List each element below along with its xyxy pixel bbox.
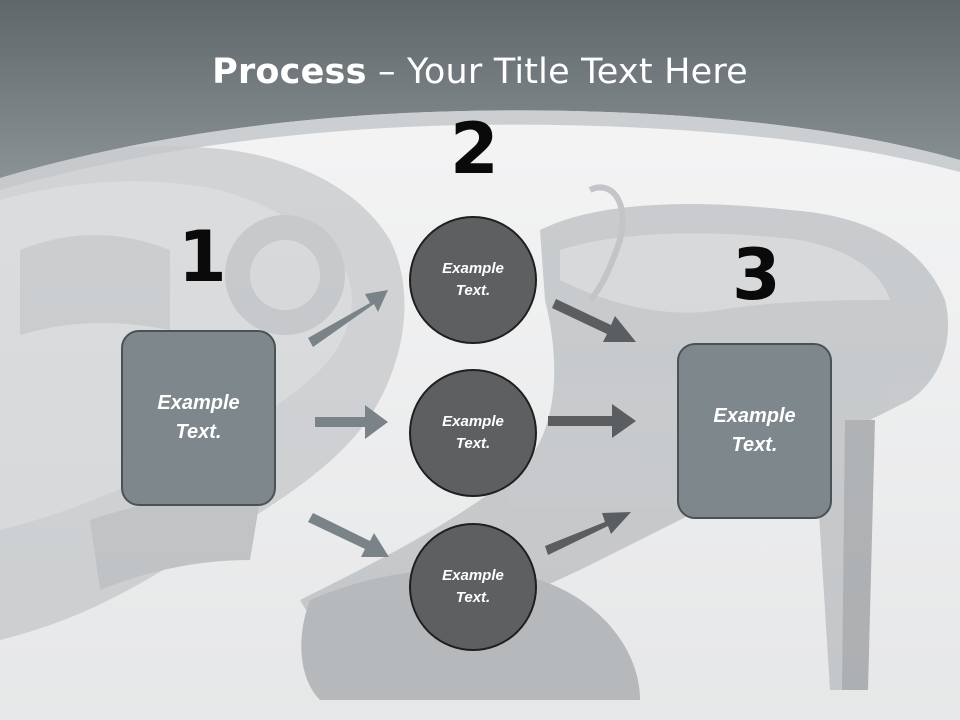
step-3-box: Example Text. [677,343,832,519]
step-number-3: 3 [732,234,781,316]
arrow-1-to-bottom [308,513,389,557]
arrow-bottom-to-3 [545,512,631,555]
step-3-text: Example Text. [713,405,796,456]
slide-title: Process – Your Title Text Here [0,52,960,92]
arrow-1-to-middle [315,405,388,439]
step-2-circle-middle-text: Example Text. [442,412,504,453]
step-1-box: Example Text. [121,330,276,506]
step-1-text: Example Text. [157,392,240,443]
arrow-top-to-3 [552,299,636,342]
title-rest: – Your Title Text Here [366,52,748,92]
step-2-circle-bottom: Example Text. [409,523,537,651]
arrow-middle-to-3 [548,404,636,438]
step-2-circle-top: Example Text. [409,216,537,344]
step-2-circle-middle: Example Text. [409,369,537,497]
step-number-1: 1 [178,216,227,298]
step-2-circle-bottom-text: Example Text. [442,566,504,607]
step-number-2: 2 [450,108,499,190]
step-2-circle-top-text: Example Text. [442,259,504,300]
title-bold: Process [212,52,367,92]
arrow-1-to-top [308,290,388,347]
